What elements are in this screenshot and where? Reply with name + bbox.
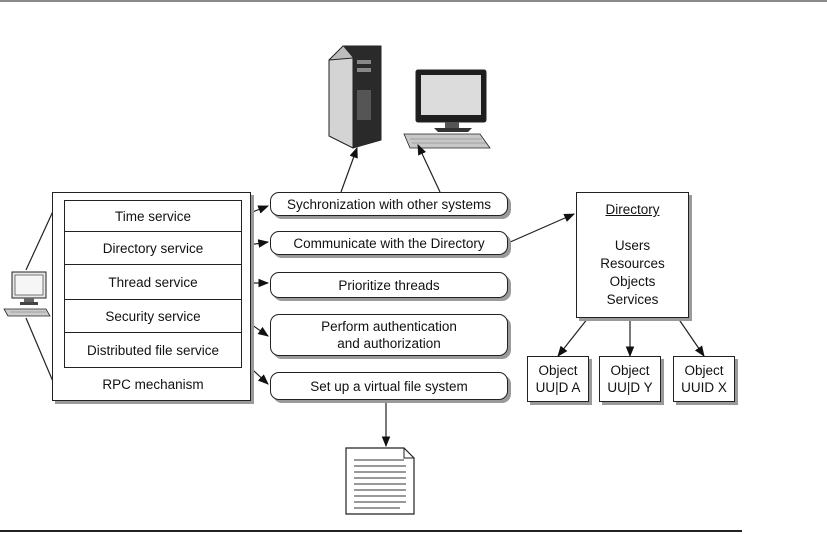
service-distributed-file: Distributed file service [64,332,242,368]
service-label: Security service [105,308,201,324]
bottom-rule [0,530,742,532]
directory-title: Directory [605,202,660,217]
service-label: Thread service [108,274,198,290]
service-thread: Thread service [64,264,242,300]
top-rule [0,0,827,2]
object-box: Object UU|D A [527,356,589,402]
desktop-computer-icon [403,69,491,149]
client-computer-icon [3,271,51,317]
document-icon [345,447,415,515]
action-authentication: Perform authentication and authorization [270,314,508,356]
directory-item: Objects [609,274,656,289]
action-virtual-file-system: Set up a virtual file system [270,372,508,400]
service-label: Directory service [102,240,204,256]
directory-item: Resources [600,256,665,271]
action-sync: Sychronization with other systems [270,192,508,216]
rpc-mechanism-label: RPC mechanism [102,377,204,392]
directory-box [576,192,689,318]
object-box: Object UU|D Y [599,356,661,402]
service-label: Distributed file service [86,342,220,358]
server-tower-icon [328,45,382,149]
action-prioritize: Prioritize threads [270,272,508,298]
service-directory: Directory service [64,231,242,265]
directory-item: Users [614,238,651,253]
action-communicate: Communicate with the Directory [270,231,508,255]
service-label: Time service [114,208,191,224]
service-security: Security service [64,299,242,333]
object-box: Object UUID X [673,356,735,402]
directory-item: Services [606,292,659,307]
service-time: Time service [64,200,242,232]
